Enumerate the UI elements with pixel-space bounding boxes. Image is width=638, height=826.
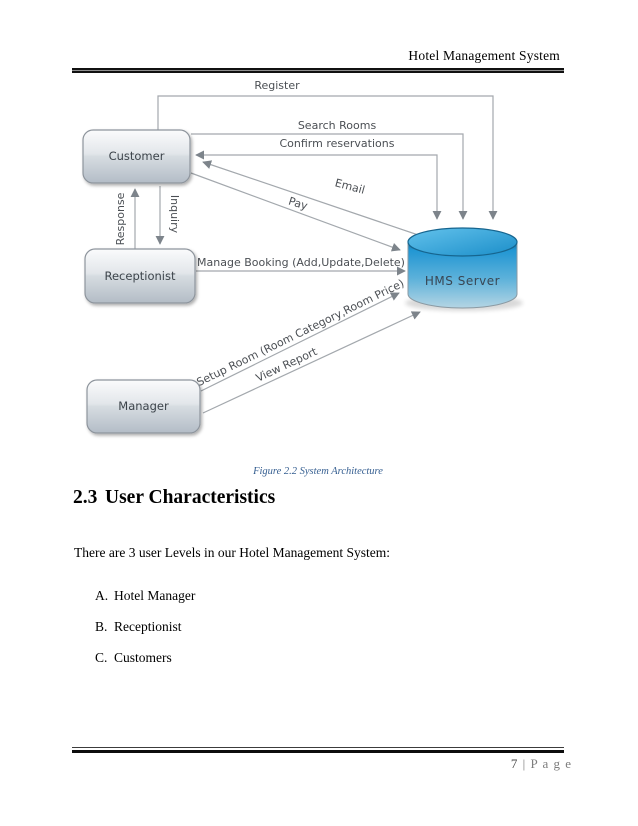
flow-pay-line (190, 172, 401, 252)
list-item: C. Customers (95, 650, 195, 666)
list-item-marker: B. (95, 619, 108, 634)
flow-confirm-reservations-label: Confirm reservations (280, 137, 395, 150)
list-item-text: Receptionist (114, 619, 182, 634)
manager-node-label: Manager (118, 399, 169, 413)
list-item: A. Hotel Manager (95, 588, 195, 604)
flow-email-label: Email (333, 176, 366, 196)
user-levels-list: A. Hotel Manager B. Receptionist C. Cust… (95, 588, 195, 681)
flow-register-line (157, 95, 498, 220)
list-item-text: Hotel Manager (114, 588, 196, 603)
flow-email-line (202, 160, 437, 242)
receptionist-node (84, 248, 196, 304)
cylinder-body (407, 241, 518, 309)
body-paragraph: There are 3 user Levels in our Hotel Man… (74, 545, 391, 560)
flow-response-label: Response (114, 192, 127, 245)
section-heading: 2.3 User Characteristics (73, 487, 275, 509)
section-title: User Characteristics (105, 487, 276, 508)
flow-register-label: Register (254, 79, 300, 92)
receptionist-node-label: Receptionist (105, 269, 176, 283)
flow-search-rooms-line (191, 133, 468, 220)
page-header-title: Hotel Management System (408, 48, 560, 63)
page-word: P a g e (530, 756, 572, 771)
database-icon (405, 227, 523, 311)
page-number-value: 7 (510, 756, 519, 771)
section-number: 2.3 (73, 487, 98, 508)
list-item: B. Receptionist (95, 619, 195, 635)
flow-inquiry-label: Inquiry (168, 195, 181, 234)
server-label: HMS Server (425, 274, 500, 288)
header-rule (72, 68, 564, 73)
manager-node (86, 379, 201, 434)
footer-rule (72, 747, 564, 753)
page-number-separator: | (522, 756, 527, 771)
list-item-marker: A. (95, 588, 109, 603)
flow-pay-label: Pay (287, 195, 310, 213)
flow-manage-booking-label: Manage Booking (Add,Update,Delete) (197, 256, 405, 269)
list-item-text: Customers (114, 650, 172, 665)
flow-view-report-line (202, 311, 421, 414)
figure-caption: Figure 2.2 System Architecture (253, 466, 383, 477)
list-item-marker: C. (95, 650, 108, 665)
customer-node-label: Customer (109, 149, 165, 163)
page-number: 7 | P a g e (511, 756, 572, 772)
customer-node (82, 129, 191, 184)
cylinder-top (407, 227, 518, 257)
flow-search-rooms-label: Search Rooms (298, 119, 377, 132)
flow-setup-room-line (200, 292, 400, 392)
flow-confirm-reservations-line (195, 150, 442, 220)
